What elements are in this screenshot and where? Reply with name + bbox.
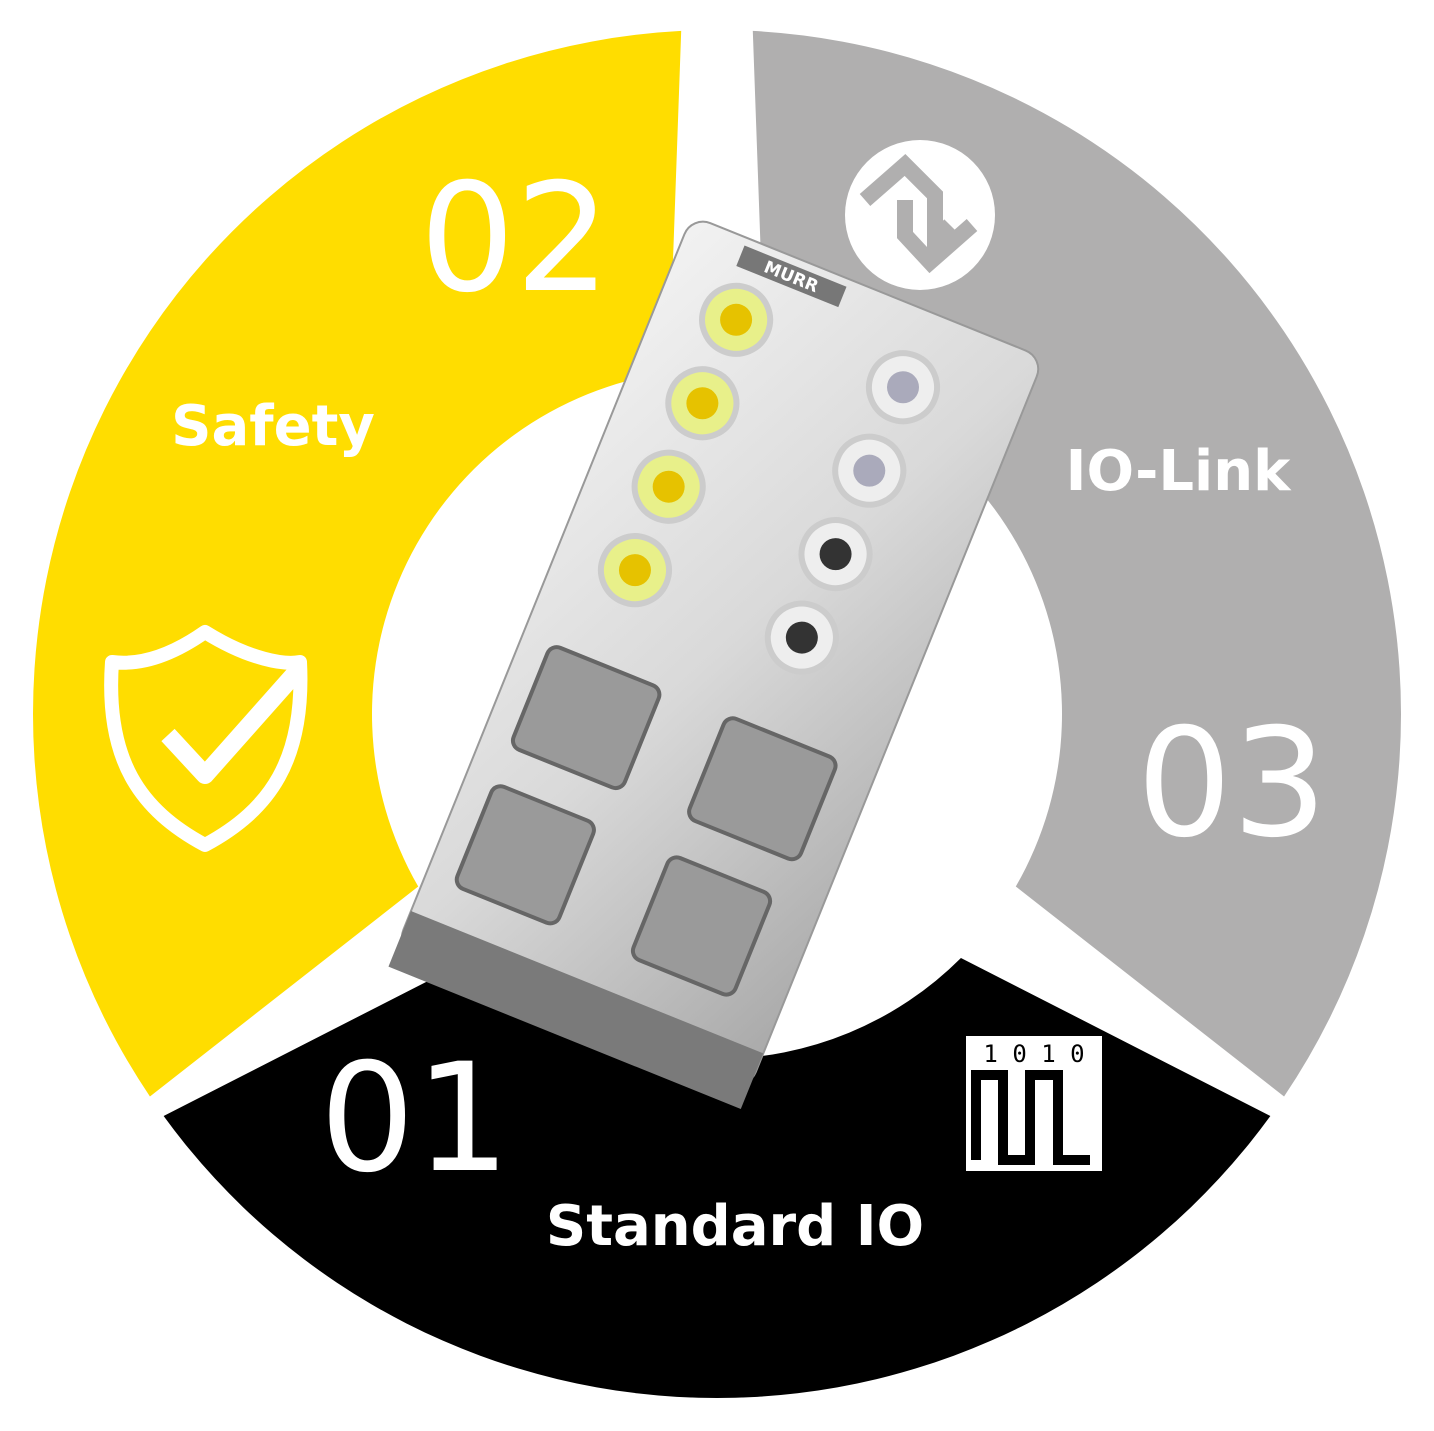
brand-logo: [736, 245, 847, 308]
io-module-device: MURR: [388, 220, 1040, 1110]
safety-label: Safety: [171, 394, 375, 459]
io-link-icon: [845, 140, 995, 290]
power-connectors: [454, 645, 838, 997]
shield-check-icon: [104, 625, 308, 852]
io-link-segment: [752, 30, 1401, 1097]
digital-signal-icon: 1 0 1 0: [966, 1036, 1102, 1171]
standard-io-label: Standard IO: [546, 1194, 924, 1259]
connector-ports: [597, 282, 940, 675]
svg-text:1 0 1 0: 1 0 1 0: [983, 1040, 1084, 1068]
safety-number: 02: [420, 152, 611, 326]
io-link-label: IO-Link: [1066, 439, 1292, 504]
safety-segment: [33, 30, 682, 1097]
io-link-number: 03: [1137, 697, 1328, 871]
standard-io-number: 01: [320, 1032, 511, 1206]
